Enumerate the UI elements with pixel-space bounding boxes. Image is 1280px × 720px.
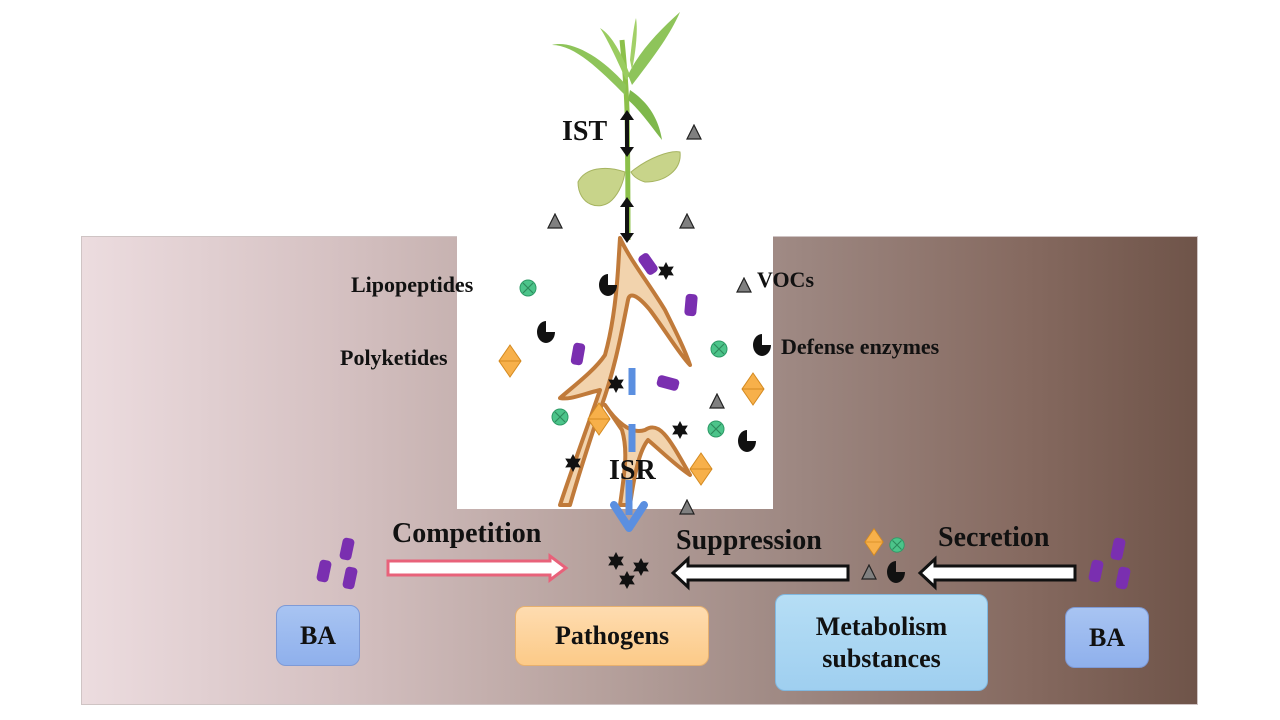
- bacteria-cluster-right: [1087, 536, 1132, 591]
- voc-icon: [736, 277, 752, 293]
- pathogens-label: Pathogens: [554, 621, 670, 651]
- metabolism-line1: Metabolism: [815, 612, 948, 642]
- metabolism-substances-box: Metabolism substances: [775, 594, 988, 691]
- ba-right-label: BA: [1088, 622, 1126, 652]
- defense-enzymes-label: Defense enzymes: [781, 334, 940, 359]
- voc-icon: [861, 564, 877, 580]
- enzyme-icon: [753, 334, 771, 356]
- plant-shoot: [552, 12, 681, 241]
- competition-arrow: [386, 553, 569, 583]
- lipopeptides-label: Lipopeptides: [351, 272, 474, 297]
- ba-box-right: BA: [1065, 607, 1149, 668]
- pathogen-icon: [619, 571, 635, 589]
- vocs-label: VOCs: [757, 267, 815, 292]
- lipopeptide-icon: [707, 420, 725, 438]
- voc-icon: [679, 499, 695, 515]
- lipopeptide-icon: [710, 340, 728, 358]
- polyketide-icon: [741, 372, 765, 406]
- suppression-label: Suppression: [676, 525, 822, 556]
- isr-label: ISR: [609, 455, 656, 486]
- lipopeptide-icon: [551, 408, 569, 426]
- pathogen-cluster: [608, 552, 649, 589]
- voc-icon: [679, 213, 695, 229]
- metabolism-line2: substances: [822, 643, 941, 673]
- lipopeptide-icon: [889, 537, 905, 553]
- lipopeptide-icon: [519, 279, 537, 297]
- ba-left-label: BA: [299, 620, 337, 650]
- voc-icon: [547, 213, 563, 229]
- metabolite-cluster: [861, 528, 905, 583]
- pathogen-icon: [658, 262, 674, 280]
- enzyme-icon: [887, 561, 905, 583]
- enzyme-icon: [537, 321, 555, 343]
- secretion-label: Secretion: [938, 522, 1050, 553]
- pathogen-icon: [608, 552, 624, 570]
- polyketides-label: Polyketides: [340, 345, 448, 370]
- polyketide-icon: [864, 528, 884, 556]
- enzyme-icon: [599, 274, 617, 296]
- voc-icon: [686, 124, 702, 140]
- competition-label: Competition: [392, 518, 542, 549]
- pathogens-box: Pathogens: [515, 606, 709, 666]
- enzyme-icon: [738, 430, 756, 452]
- ist-label: IST: [562, 116, 608, 147]
- suppression-arrow: [670, 555, 850, 591]
- secretion-arrow: [917, 555, 1077, 591]
- bacteria-cluster-left: [315, 536, 359, 591]
- isr-arrow: [610, 368, 648, 532]
- ba-box-left: BA: [276, 605, 360, 666]
- voc-icon: [709, 393, 725, 409]
- polyketide-icon: [689, 452, 713, 486]
- polyketide-icon: [498, 344, 522, 378]
- pathogen-icon: [633, 558, 649, 576]
- ist-arrows: [620, 110, 634, 243]
- pathogen-icon: [672, 421, 688, 439]
